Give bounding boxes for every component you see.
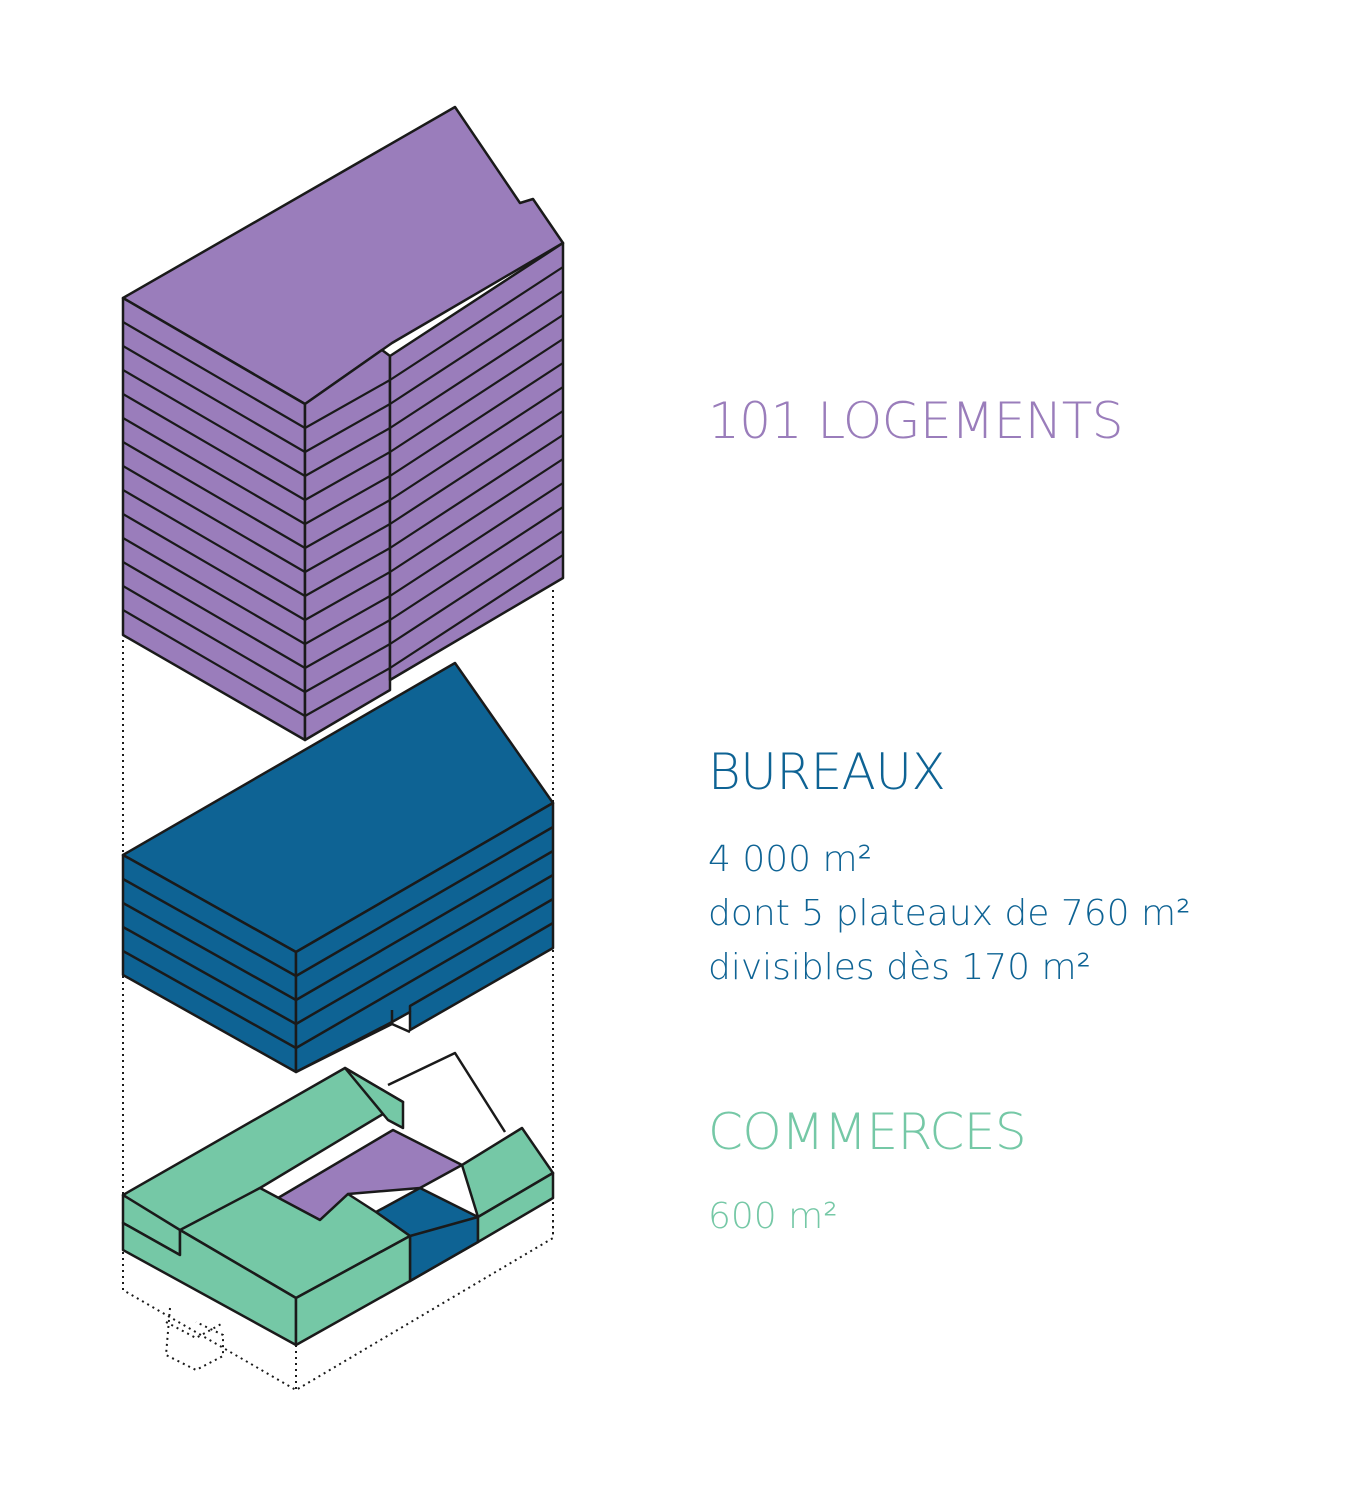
courtyard-outline	[387, 1051, 507, 1133]
basement-annex-inner	[165, 1321, 224, 1340]
bureaux-divisibles: divisibles dès 170 m²	[708, 947, 1091, 988]
basement-annex	[164, 1307, 224, 1372]
east-wing-side	[476, 1171, 555, 1244]
logements-floor-lines	[122, 266, 564, 718]
commerces-surface: 600 m²	[708, 1196, 838, 1237]
bureaux-floor-lines	[122, 825, 554, 1074]
bureaux-details: 4 000 m² dont 5 plateaux de 760 m² divis…	[708, 833, 1191, 995]
basement-outline	[122, 1220, 554, 1392]
bureaux-surface: 4 000 m²	[708, 839, 873, 880]
bureaux-volume	[121, 661, 555, 1074]
bureaux-plateaux: dont 5 plateaux de 760 m²	[708, 893, 1191, 934]
logements-middle-face	[303, 348, 392, 742]
logements-volume	[121, 105, 565, 742]
logements-title: 101 LOGEMENTS	[708, 392, 1124, 450]
south-wing-side	[294, 1234, 412, 1347]
commerces-volume	[121, 1051, 555, 1347]
west-wing-front-right	[343, 1066, 405, 1130]
dotted-guide-lines	[122, 590, 554, 1392]
bureaux-title: BUREAUX	[708, 743, 946, 801]
commerces-title: COMMERCES	[708, 1103, 1027, 1161]
